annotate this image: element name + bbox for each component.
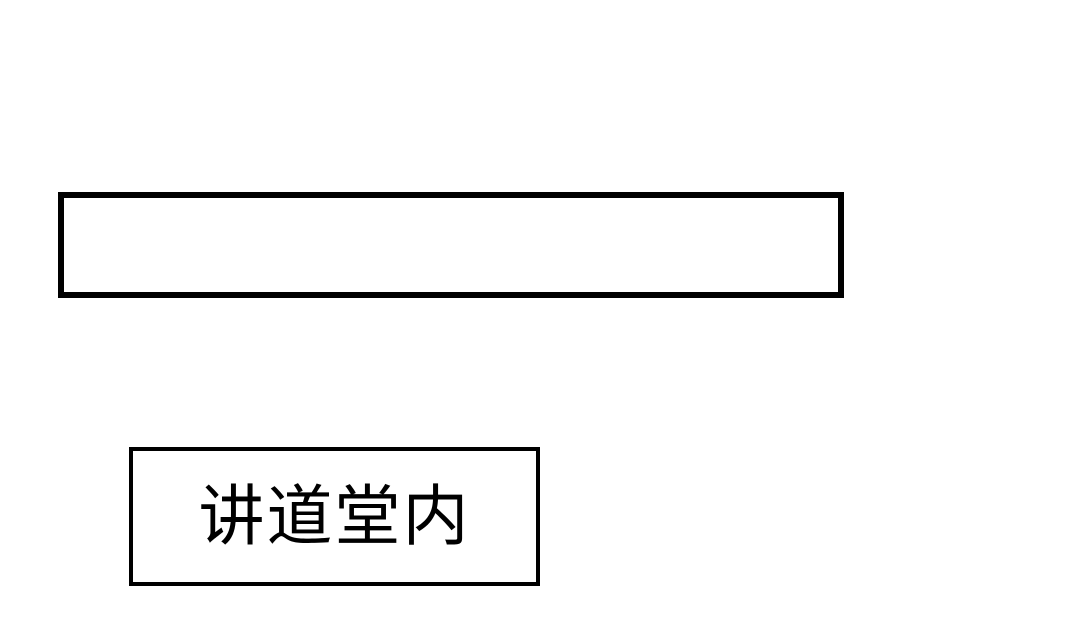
caption-text: 讲道堂内 bbox=[198, 477, 471, 555]
empty-banner-box bbox=[58, 192, 844, 298]
caption-box: 讲道堂内 bbox=[129, 447, 540, 586]
